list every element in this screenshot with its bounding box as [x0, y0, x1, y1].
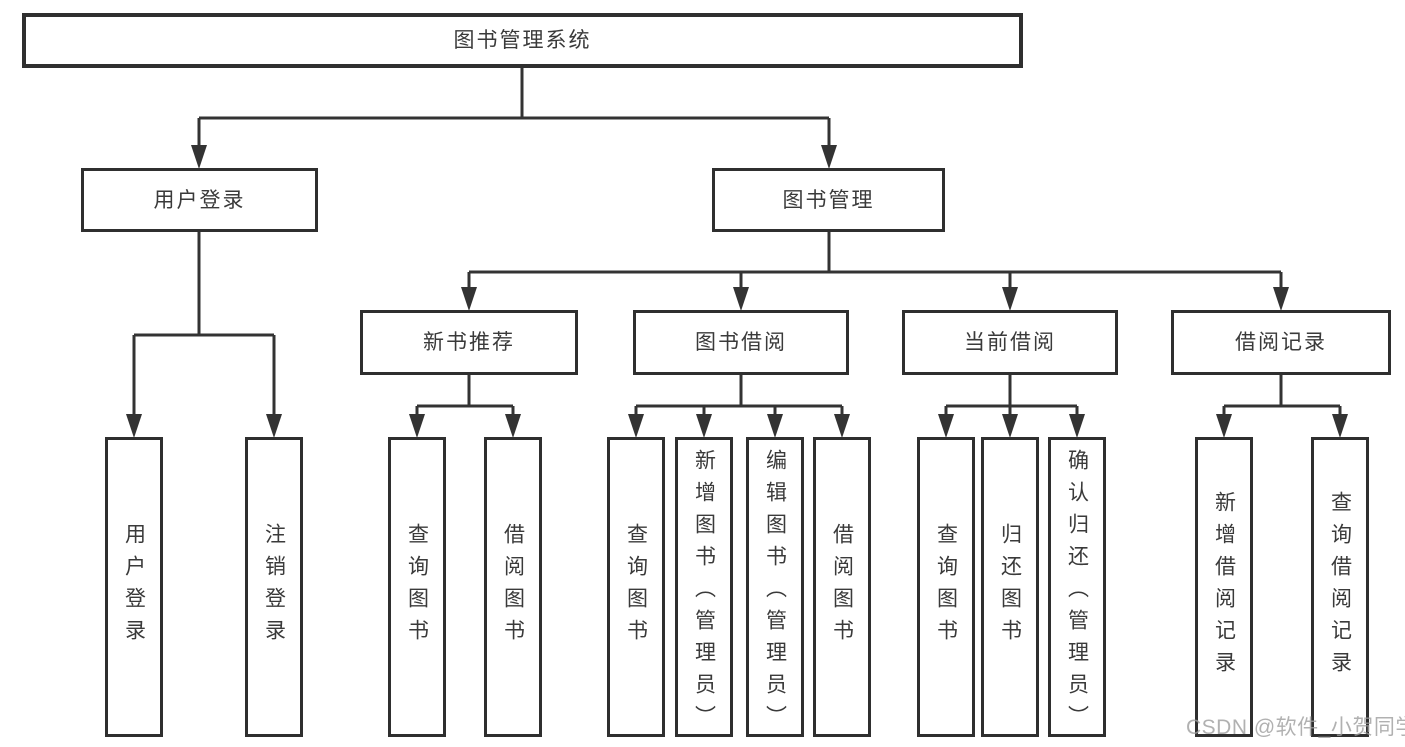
leaf-user-login-label: 用户登录 [122, 523, 146, 651]
leaf-query-borrow-record-label: 查询借阅记录 [1328, 491, 1352, 683]
leaf-recommend-query-books: 查询图书 [388, 437, 446, 737]
node-library-management-system-label: 图书管理系统 [453, 29, 592, 52]
node-borrow-records-label: 借阅记录 [1235, 331, 1327, 354]
leaf-user-login: 用户登录 [105, 437, 163, 737]
node-book-management: 图书管理 [712, 168, 945, 232]
leaf-confirm-return-admin-label: 确认归还（管理员） [1065, 449, 1089, 737]
node-current-borrowing-label: 当前借阅 [964, 331, 1056, 354]
leaf-recommend-borrow-books: 借阅图书 [484, 437, 542, 737]
leaf-borrowing-query-books-label: 查询图书 [624, 523, 648, 651]
leaf-add-books-admin-label: 新增图书（管理员） [692, 449, 716, 737]
node-user-login: 用户登录 [81, 168, 318, 232]
leaf-edit-books-admin: 编辑图书（管理员） [746, 437, 804, 737]
node-book-management-label: 图书管理 [782, 188, 875, 212]
leaf-borrowing-query-books: 查询图书 [607, 437, 665, 737]
leaf-borrowing-borrow-books: 借阅图书 [813, 437, 871, 737]
leaf-add-borrow-record: 新增借阅记录 [1195, 437, 1253, 737]
leaf-add-borrow-record-label: 新增借阅记录 [1212, 491, 1236, 683]
node-borrow-records: 借阅记录 [1171, 310, 1391, 375]
leaf-add-books-admin: 新增图书（管理员） [675, 437, 733, 737]
node-new-book-recommend-label: 新书推荐 [423, 331, 515, 354]
node-current-borrowing: 当前借阅 [902, 310, 1118, 375]
node-library-management-system: 图书管理系统 [22, 13, 1023, 68]
leaf-confirm-return-admin: 确认归还（管理员） [1048, 437, 1106, 737]
leaf-current-query-books-label: 查询图书 [934, 523, 958, 651]
leaf-borrowing-borrow-books-label: 借阅图书 [830, 523, 854, 651]
leaf-query-borrow-record: 查询借阅记录 [1311, 437, 1369, 737]
leaf-edit-books-admin-label: 编辑图书（管理员） [763, 449, 787, 737]
node-new-book-recommend: 新书推荐 [360, 310, 578, 375]
node-book-borrowing: 图书借阅 [633, 310, 849, 375]
node-book-borrowing-label: 图书借阅 [695, 331, 787, 354]
leaf-logout: 注销登录 [245, 437, 303, 737]
node-user-login-label: 用户登录 [153, 188, 246, 212]
leaf-return-books-label: 归还图书 [998, 523, 1022, 651]
csdn-watermark: CSDN @软件_小贺同学 [1186, 716, 1405, 739]
leaf-return-books: 归还图书 [981, 437, 1039, 737]
leaf-recommend-borrow-books-label: 借阅图书 [501, 523, 525, 651]
leaf-current-query-books: 查询图书 [917, 437, 975, 737]
leaf-logout-label: 注销登录 [262, 523, 286, 651]
leaf-recommend-query-books-label: 查询图书 [405, 523, 429, 651]
